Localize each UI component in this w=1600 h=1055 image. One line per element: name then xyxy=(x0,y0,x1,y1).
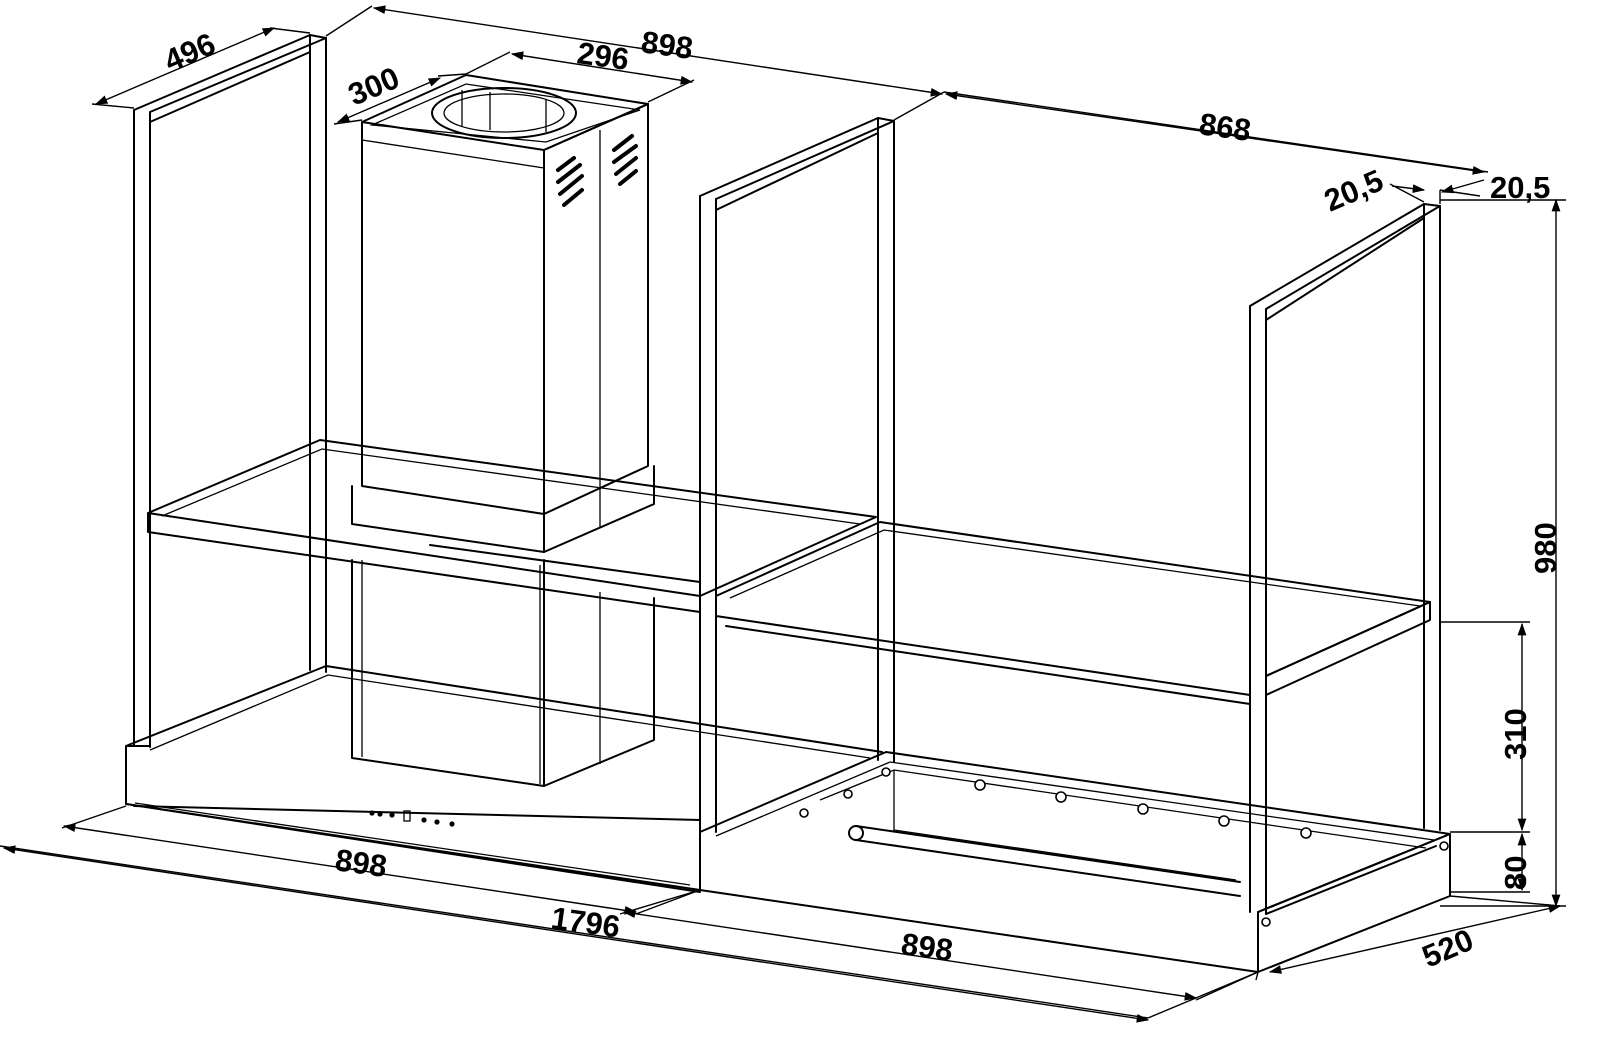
dim-base-height: 80 xyxy=(1498,856,1533,890)
dim-front-width-left: 898 xyxy=(333,842,389,884)
dim-front-width-right: 898 xyxy=(899,926,955,968)
dim-total-height: 980 xyxy=(1528,522,1563,574)
left-hood-frame xyxy=(125,34,895,893)
dim-chimney-width: 296 xyxy=(575,35,631,77)
dimension-labels: 496 898 300 296 868 20,5 20,5 980 310 80… xyxy=(159,24,1563,974)
dim-top-left-depth: 496 xyxy=(159,26,220,78)
right-hood-frame xyxy=(699,203,1451,973)
dim-front-width-total: 1796 xyxy=(549,900,622,944)
dim-glass-height: 310 xyxy=(1498,708,1533,760)
dim-top-width-left: 898 xyxy=(639,24,695,66)
dim-right-offset-a: 20,5 xyxy=(1319,163,1388,219)
dim-top-width-right: 868 xyxy=(1197,106,1253,148)
dimension-lines xyxy=(0,5,1566,1023)
dim-right-offset-b: 20,5 xyxy=(1490,170,1550,205)
dim-bottom-depth: 520 xyxy=(1417,922,1478,974)
chimney xyxy=(351,74,655,787)
dim-chimney-depth: 300 xyxy=(343,60,404,112)
